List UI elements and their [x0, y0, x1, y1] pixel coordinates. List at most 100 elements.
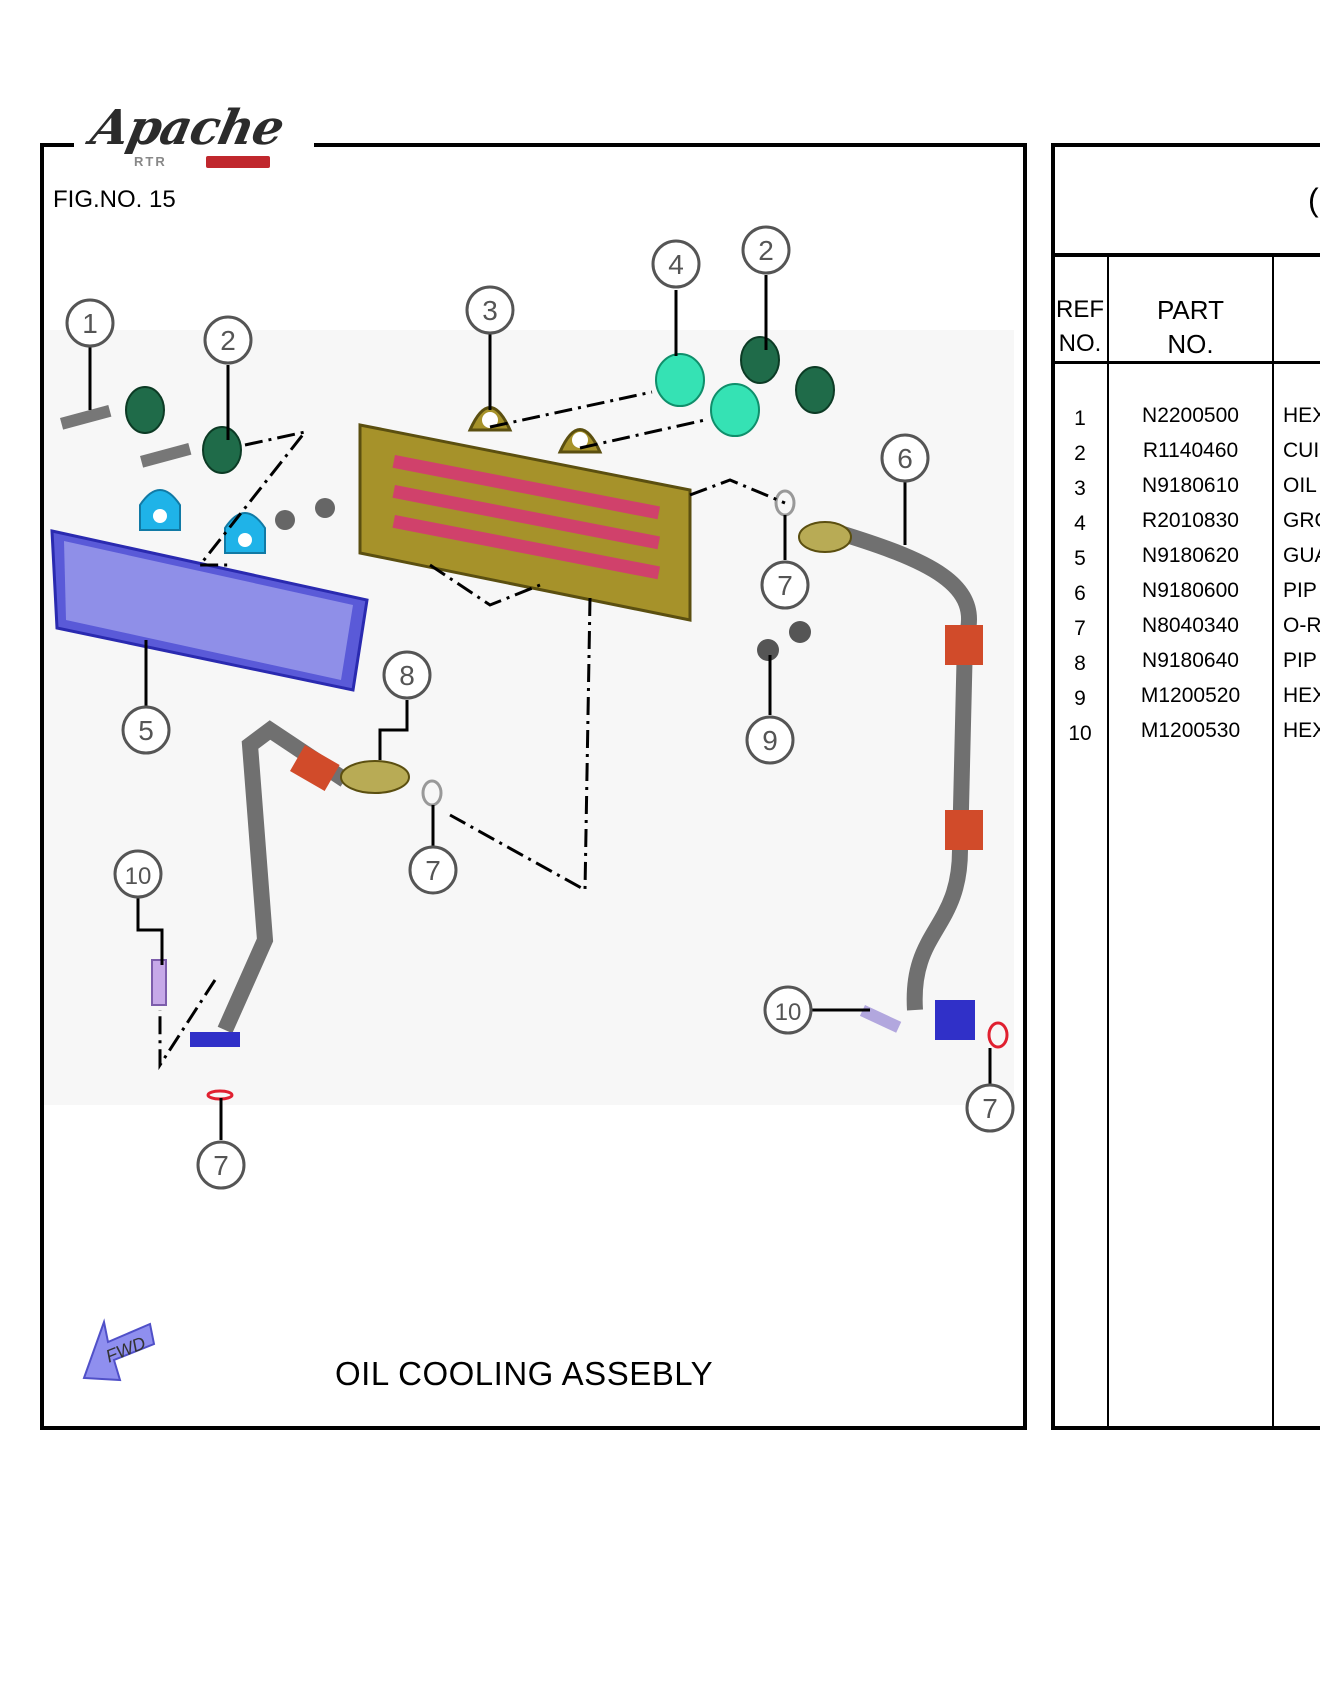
ref-cell: 2	[1074, 442, 1086, 465]
ref-header-line-2: NO.	[1058, 330, 1102, 357]
part-cell: M1200530	[1140, 719, 1241, 742]
desc-cell: HEX	[1283, 719, 1320, 742]
desc-cell: HEX	[1283, 684, 1320, 707]
callout-6: 6	[880, 433, 930, 483]
ref-no-header: REF NO.	[1053, 293, 1107, 361]
callout-label: 3	[482, 295, 498, 326]
callout-label: 10	[125, 863, 152, 890]
bolt-1	[60, 405, 192, 468]
part-cell: N9180610	[1142, 474, 1239, 497]
callout-label: 7	[982, 1093, 998, 1124]
hex-bolt-9	[275, 498, 811, 661]
callout-7: 7	[408, 845, 458, 895]
callout-label: 8	[399, 660, 415, 691]
part-cell: N9180640	[1142, 649, 1239, 672]
column-rule-part	[1272, 255, 1274, 1430]
callout-7: 7	[196, 1140, 246, 1190]
column-rule-ref	[1107, 255, 1109, 1430]
logo-subtitle: RTR	[134, 154, 167, 169]
apache-logo: Apache RTR	[74, 100, 314, 180]
table-header-rule	[1053, 361, 1320, 364]
oil-pipe-8	[190, 720, 410, 1047]
table-row: 7 N8040340 O-R	[1053, 610, 1320, 645]
part-cell: N9180620	[1142, 544, 1239, 567]
desc-cell: CUI	[1283, 439, 1320, 462]
part-header-line-1: PART	[1157, 295, 1224, 325]
part-cell: N2200500	[1142, 404, 1239, 427]
part-cell: N8040340	[1142, 614, 1239, 637]
table-row: 5 N9180620 GUA	[1053, 540, 1320, 575]
oil-pipe-6	[798, 521, 983, 1040]
callout-label: 2	[758, 235, 774, 266]
callout-7: 7	[760, 560, 810, 610]
callout-9: 9	[745, 715, 795, 765]
hex-bolt-10	[151, 959, 902, 1033]
ref-cell: 5	[1074, 547, 1086, 570]
table-row: 1 N2200500 HEX	[1053, 400, 1320, 435]
grommet	[655, 353, 760, 437]
callout-group: 1 2 2 3 4 5 6 7 7 7 7 8 9 10 10	[65, 225, 1015, 1190]
part-header-line-2: NO.	[1167, 329, 1214, 359]
ref-cell: 6	[1074, 582, 1086, 605]
desc-cell: HEX	[1283, 404, 1320, 427]
callout-8: 8	[382, 650, 432, 700]
desc-cell: PIP	[1283, 579, 1317, 602]
table-row: 10 M1200530 HEX	[1053, 715, 1320, 750]
figure-number: FIG.NO. 15	[53, 186, 176, 213]
callout-4: 4	[651, 239, 701, 289]
desc-cell: GUA	[1283, 544, 1320, 567]
ref-cell: 10	[1068, 722, 1092, 745]
ref-cell: 8	[1074, 652, 1086, 675]
parts-table-frame	[1051, 143, 1320, 1430]
desc-cell: GRO	[1283, 509, 1320, 532]
callout-label: 4	[668, 249, 684, 280]
callout-5: 5	[121, 705, 171, 755]
table-row: 2 R1140460 CUI	[1053, 435, 1320, 470]
callout-leaders	[88, 275, 992, 1140]
callout-label: 2	[220, 325, 236, 356]
part-cell: N9180600	[1142, 579, 1239, 602]
desc-cell: OIL	[1283, 474, 1317, 497]
assembly-lines	[158, 390, 786, 1071]
table-row: 4 R2010830 GRO	[1053, 505, 1320, 540]
ref-cell: 7	[1074, 617, 1086, 640]
callout-label: 7	[777, 570, 793, 601]
table-row: 6 N9180600 PIP	[1053, 575, 1320, 610]
fwd-arrow-icon: FWD	[82, 1318, 156, 1382]
callout-10: 10	[113, 849, 163, 899]
ref-header-line-1: REF	[1056, 296, 1104, 323]
callout-3: 3	[465, 285, 515, 335]
callout-10: 10	[763, 985, 813, 1035]
exploded-diagram: 1 2 2 3 4 5 6 7 7 7 7 8 9 10 10	[50, 225, 1015, 1190]
part-cell: R1140460	[1142, 439, 1239, 462]
callout-label: 9	[762, 725, 778, 756]
callout-1: 1	[65, 298, 115, 348]
callout-label: 7	[213, 1150, 229, 1181]
table-title-cut: (	[1308, 182, 1319, 218]
part-no-header: PART NO.	[1109, 293, 1272, 361]
table-title-rule	[1051, 253, 1320, 257]
figure-caption: OIL COOLING ASSEBLY	[335, 1355, 714, 1392]
part-cell: R2010830	[1142, 509, 1239, 532]
cushion-rubber	[125, 336, 835, 474]
ref-cell: 3	[1074, 477, 1086, 500]
callout-label: 1	[82, 308, 98, 339]
callout-label: 5	[138, 715, 154, 746]
callout-label: 7	[425, 855, 441, 886]
table-row: 8 N9180640 PIP	[1053, 645, 1320, 680]
desc-cell: O-R	[1283, 614, 1320, 637]
callout-label: 10	[775, 999, 802, 1026]
callout-7: 7	[965, 1083, 1015, 1133]
ref-cell: 1	[1074, 407, 1086, 430]
ref-cell: 4	[1074, 512, 1086, 535]
callout-label: 6	[897, 443, 913, 474]
part-cell: M1200520	[1140, 684, 1241, 707]
desc-cell: PIP	[1283, 649, 1317, 672]
logo-badge	[206, 156, 270, 168]
oil-cooler	[358, 406, 692, 622]
table-row: 3 N9180610 OIL	[1053, 470, 1320, 505]
callout-2: 2	[203, 315, 253, 365]
oil-cooler-guard	[50, 489, 369, 692]
callout-2: 2	[741, 225, 791, 275]
ref-cell: 9	[1074, 687, 1086, 710]
